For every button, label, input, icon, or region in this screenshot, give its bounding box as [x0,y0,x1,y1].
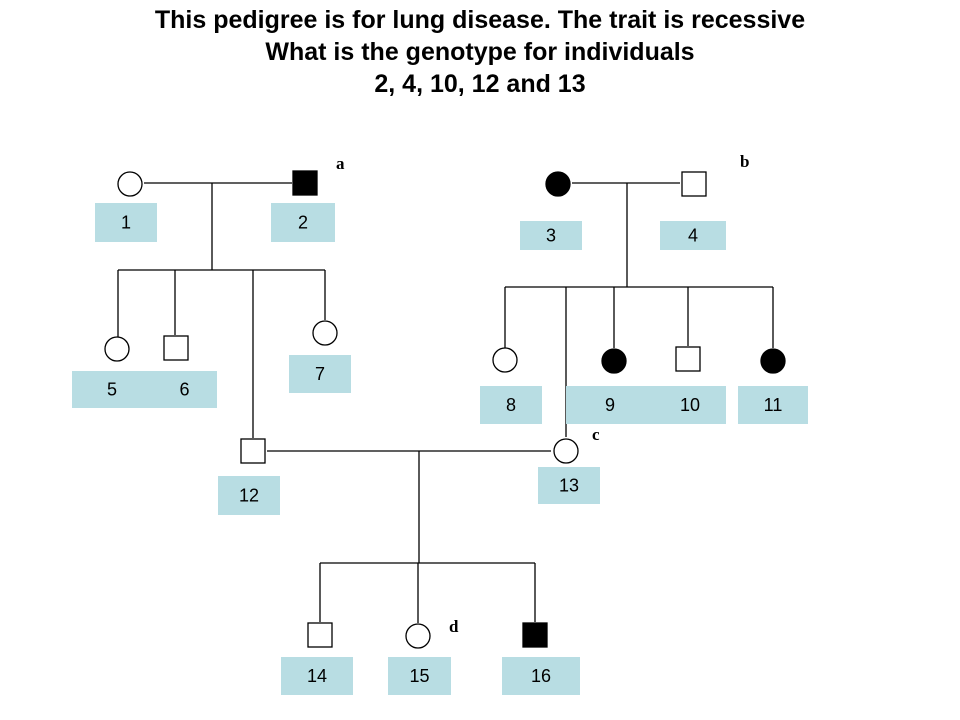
label-box-7 [289,355,351,393]
label-box-15 [388,657,451,695]
label-box-2 [271,203,335,242]
female-symbol-15 [405,623,431,649]
female-symbol-1 [117,171,143,197]
label-box-16 [502,657,580,695]
female-symbol-11 [760,348,786,374]
pedigree-lines [117,182,774,623]
individual-label-3: 3 [546,226,556,246]
individual-label-12: 12 [239,486,259,506]
individual-symbols [104,170,786,649]
individual-label-16: 16 [531,666,551,686]
individual-label-11: 11 [764,395,783,415]
generation-letters: a b c d [336,152,749,636]
male-symbol-6 [163,335,189,361]
label-box-13 [538,467,600,504]
label-box-6 [152,371,217,408]
individual-label-5: 5 [107,380,117,400]
male-symbol-14 [307,622,333,648]
individual-label-2: 2 [298,213,308,233]
title-line-3: 2, 4, 10, 12 and 13 [374,70,586,98]
generation-letter: c [592,425,600,444]
label-box-5 [72,371,152,408]
generation-letter: b [740,152,749,171]
label-box-3 [520,221,582,250]
label-box-14 [281,657,353,695]
male-symbol-2 [292,170,318,196]
female-symbol-13 [553,438,579,464]
individual-label-1: 1 [121,213,131,233]
male-symbol-16 [522,622,548,648]
individual-label-13: 13 [559,476,579,496]
male-symbol-12 [240,438,266,464]
female-symbol-8 [492,347,518,373]
label-box-1 [95,203,157,242]
female-symbol-3 [545,171,571,197]
question-title: This pedigree is for lung disease. The t… [0,4,960,100]
individual-label-7: 7 [315,364,325,384]
label-box-12 [218,476,280,515]
generation-letter: a [336,154,345,173]
title-line-2: What is the genotype for individuals [265,38,695,66]
individual-label-8: 8 [506,395,516,415]
label-box-9 [566,386,654,424]
individual-label-6: 6 [179,380,189,400]
label-box-4 [660,221,726,250]
female-symbol-7 [312,320,338,346]
male-symbol-10 [675,346,701,372]
male-symbol-4 [681,171,707,197]
label-box-8 [480,386,542,424]
individual-label-4: 4 [688,226,698,246]
individual-label-10: 10 [680,395,700,415]
female-symbol-9 [601,348,627,374]
label-box-11 [738,386,808,424]
individual-label-14: 14 [307,666,327,686]
individual-label-15: 15 [409,666,429,686]
female-symbol-5 [104,336,130,362]
generation-letter: d [449,617,459,636]
label-box-10 [654,386,726,424]
individual-label-9: 9 [605,395,615,415]
title-line-1: This pedigree is for lung disease. The t… [154,6,806,34]
